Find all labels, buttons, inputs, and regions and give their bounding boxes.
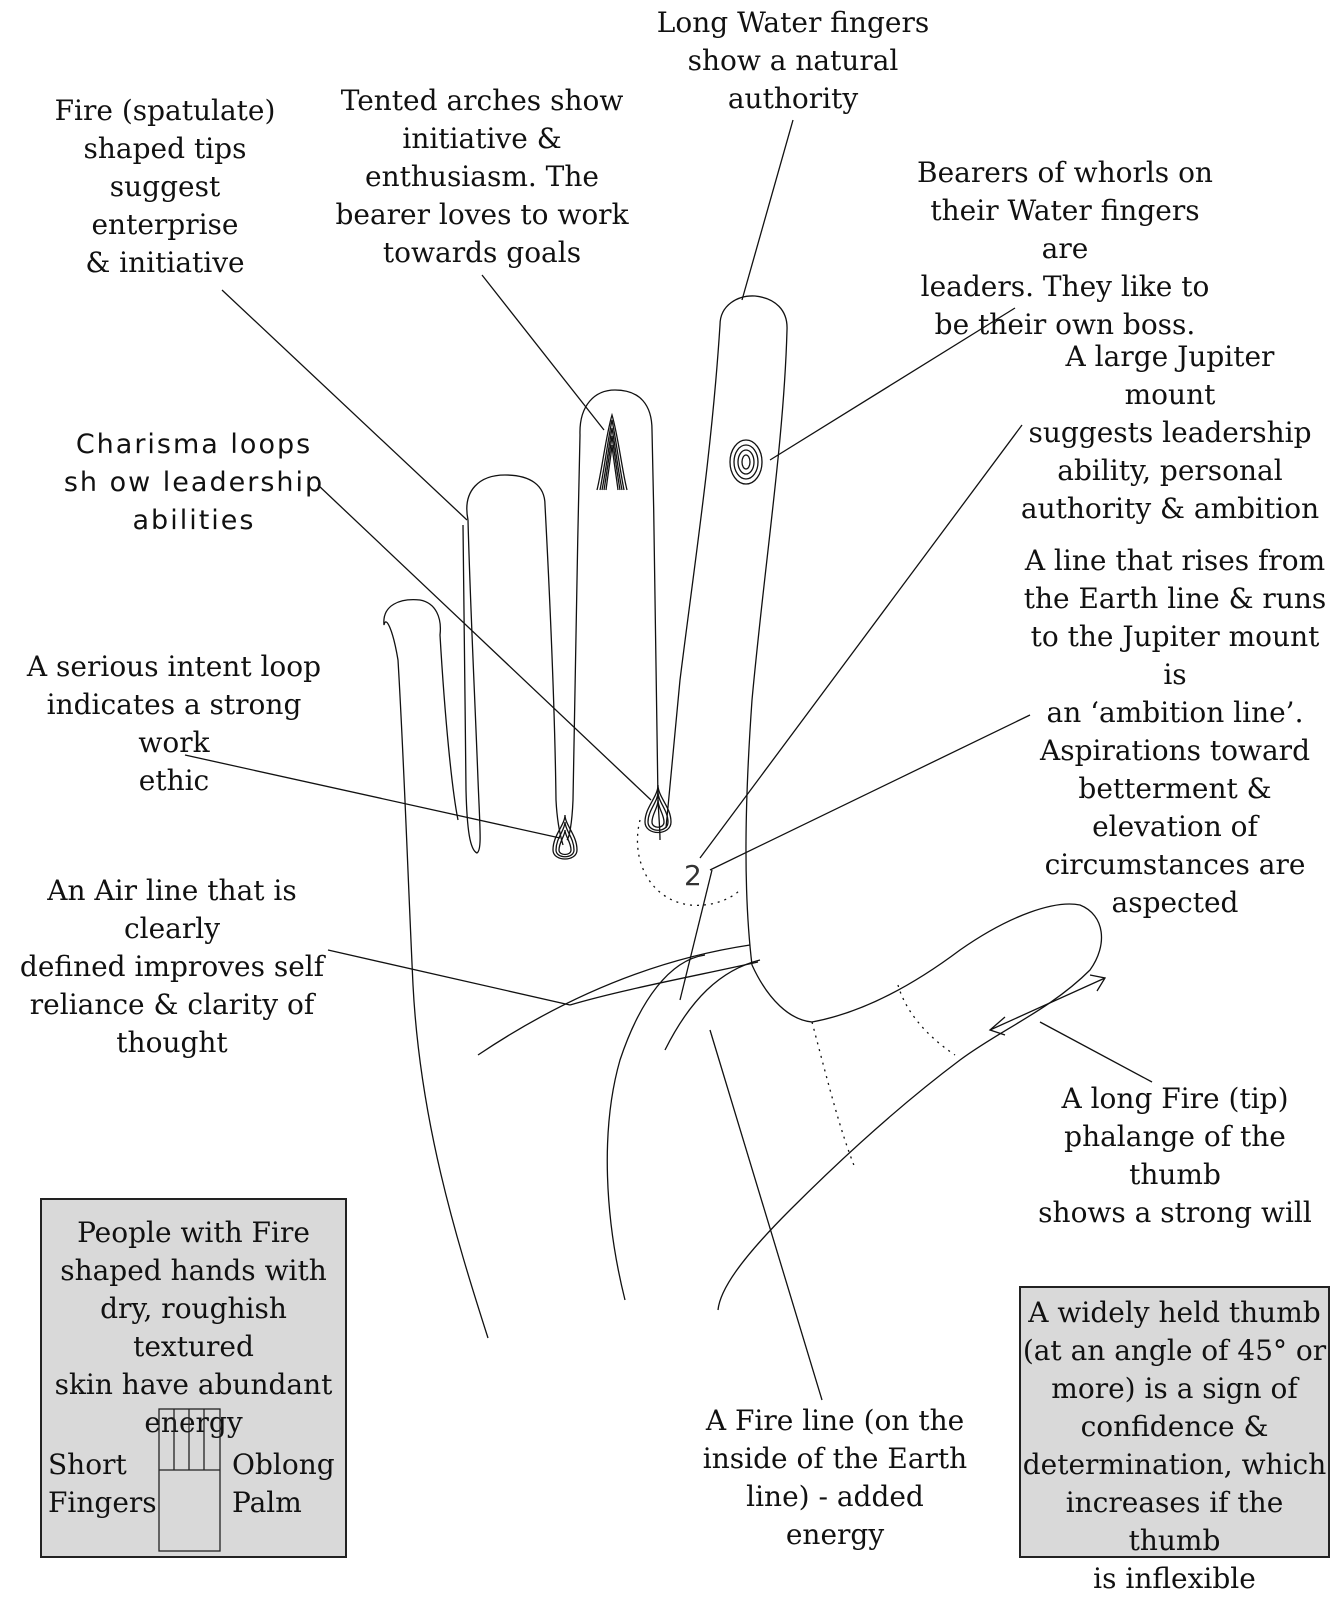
label-ambition-line: A line that rises from the Earth line & … (1020, 542, 1330, 922)
dotted-crease-3 (898, 985, 955, 1055)
phalange-arrow (990, 978, 1105, 1030)
oblong-palm-label: Oblong Palm (232, 1446, 340, 1522)
index-finger-left (666, 325, 720, 828)
label-jupiter-mount: A large Jupiter mount suggests leadershi… (1020, 338, 1320, 528)
short-fingers-label: Short Fingers (48, 1446, 156, 1522)
leader-ambition (710, 715, 1030, 870)
middle-finger-left (567, 435, 580, 840)
label-air-line: An Air line that is clearly defined impr… (0, 872, 344, 1062)
hand-marker: 2 (684, 859, 702, 892)
fire-line (710, 1030, 822, 1400)
label-charisma-loops: Charisma loops sh ow leadership abilitie… (60, 426, 328, 540)
thumb-box-text: A widely held thumb (at an angle of 45° … (1021, 1294, 1328, 1598)
index-finger-outline (720, 296, 787, 965)
label-fire-line: A Fire line (on the inside of the Earth … (700, 1402, 970, 1554)
label-serious-intent: A serious intent loop indicates a strong… (18, 648, 330, 800)
hand-shape-icon (158, 1408, 222, 1552)
label-water-fingers: Long Water fingers show a natural author… (640, 4, 946, 118)
leader-tented-arches (482, 275, 604, 430)
whorl-print (730, 440, 762, 484)
ring-finger-inner (463, 520, 480, 853)
ring-finger-outline (467, 475, 563, 845)
palm-lower-left (607, 955, 705, 1300)
air-line-2 (570, 962, 758, 1005)
label-tented-arches: Tented arches show initiative & enthusia… (330, 82, 634, 272)
middle-finger-outline (580, 390, 660, 840)
label-fire-tips: Fire (spatulate) shaped tips suggest ent… (40, 92, 290, 282)
label-fire-phalange: A long Fire (tip) phalange of the thumb … (1020, 1080, 1330, 1232)
leader-charisma (318, 485, 651, 800)
leader-fire-phalange (1040, 1022, 1152, 1082)
leader-water-fingers (742, 120, 793, 300)
arrowhead-top-icon (1090, 975, 1105, 991)
leader-air-line (328, 950, 570, 1005)
thumb-box: A widely held thumb (at an angle of 45° … (1019, 1286, 1330, 1558)
label-whorls: Bearers of whorls on their Water fingers… (905, 154, 1225, 344)
fire-hands-box: People with Fire shaped hands with dry, … (40, 1198, 347, 1558)
little-finger-outline (384, 600, 488, 1338)
dotted-crease-2 (812, 1022, 855, 1168)
air-line (478, 945, 750, 1055)
leader-jupiter (700, 425, 1022, 858)
